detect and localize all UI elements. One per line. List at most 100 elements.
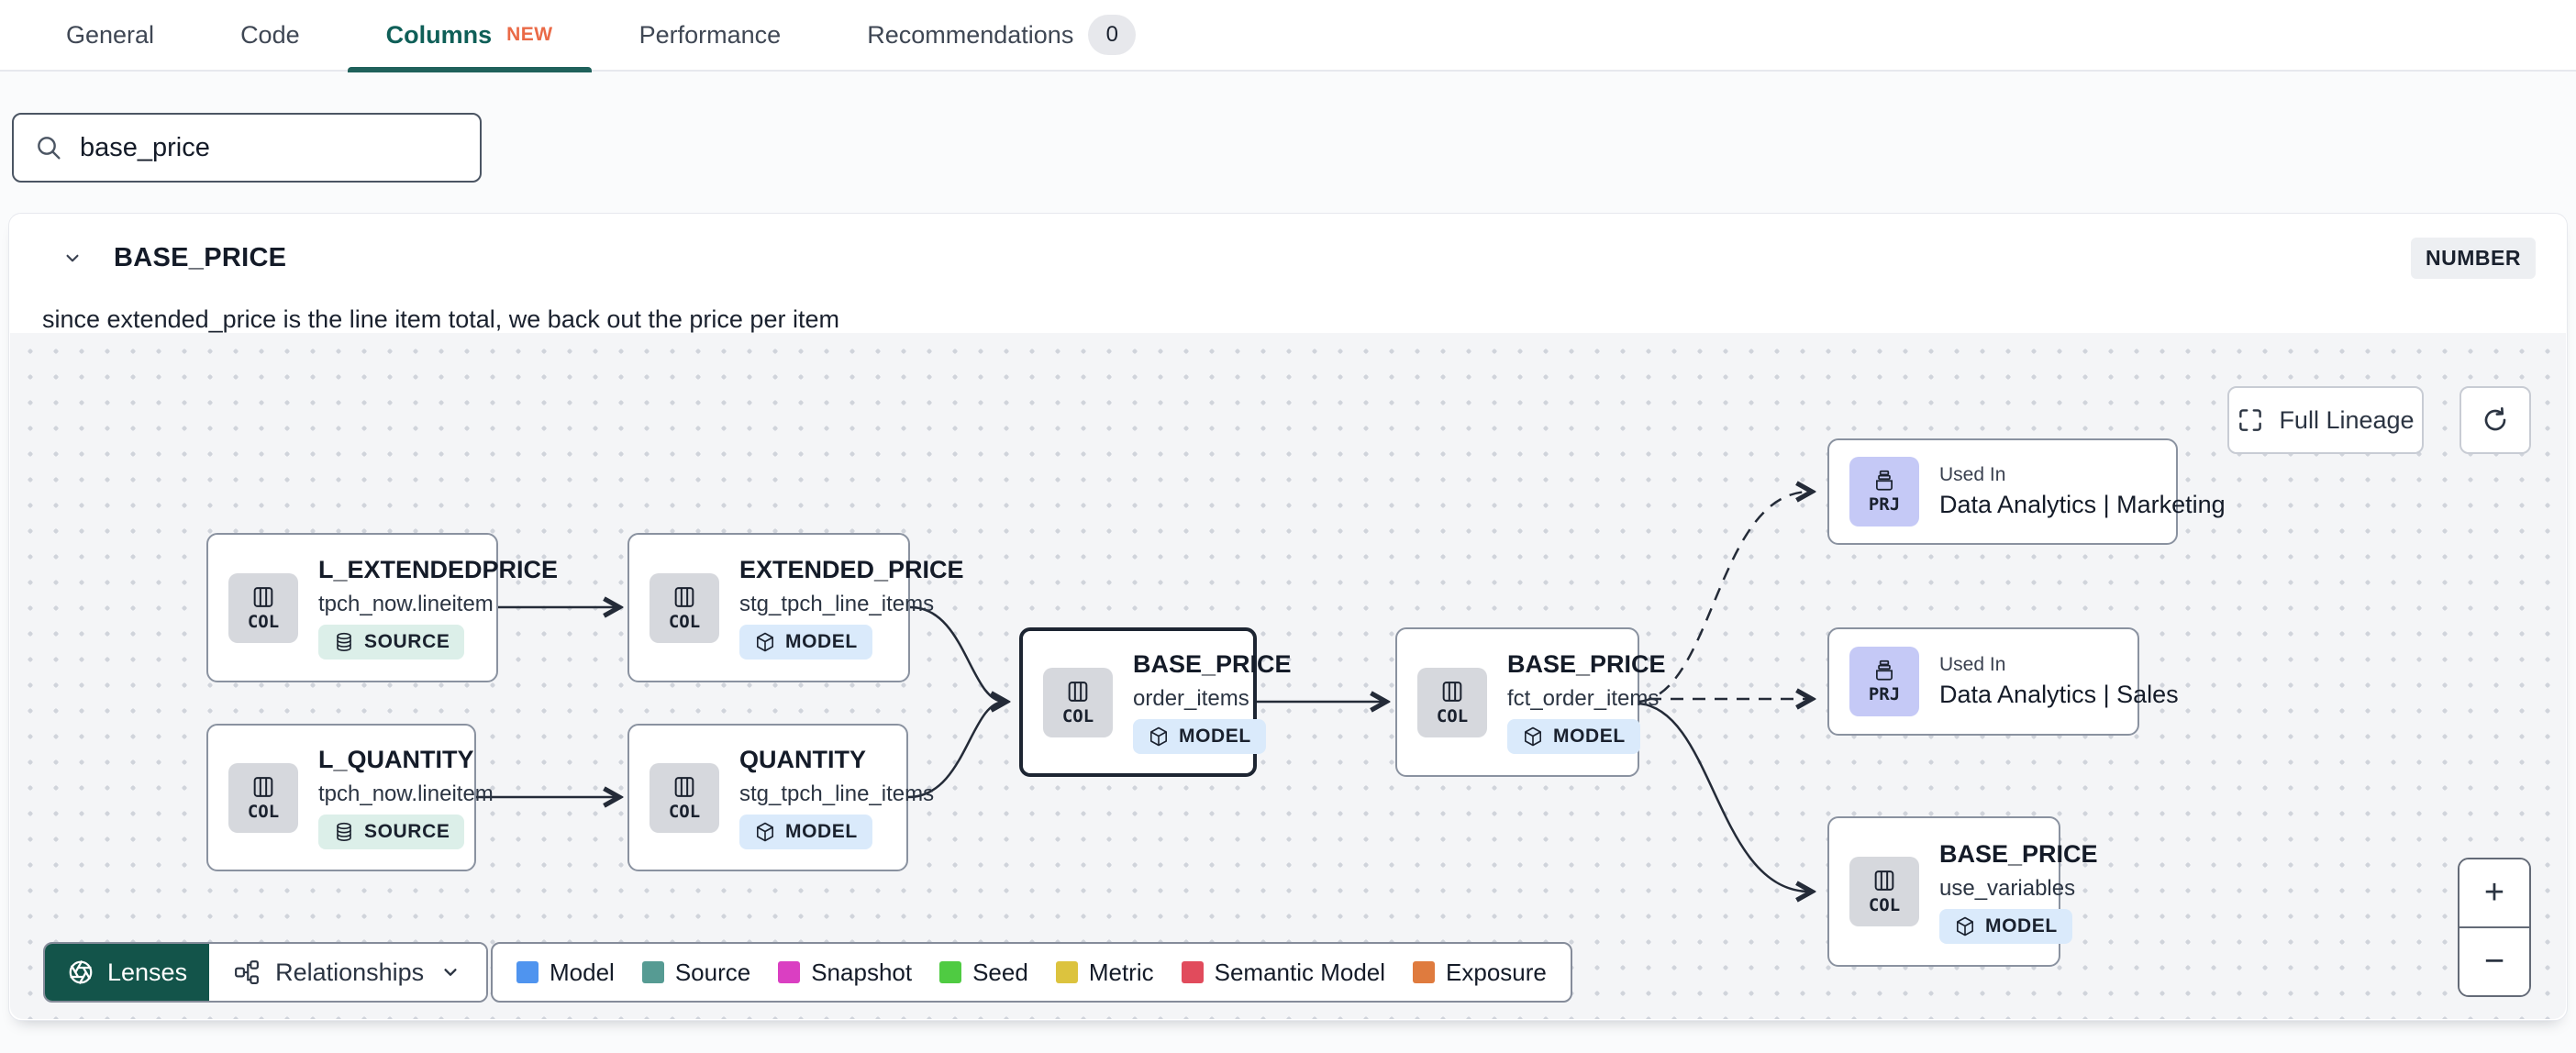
node-l_extendedprice[interactable]: COL L_EXTENDEDPRICE tpch_now.lineitem SO… [206,533,558,682]
node-subtitle: stg_tpch_line_items [739,781,935,806]
full-lineage-button[interactable]: Full Lineage [2227,386,2424,454]
badge-label: MODEL [785,631,858,652]
chip-label: COL [1868,895,1901,915]
cube-icon [757,822,773,842]
cube-icon [1150,726,1167,747]
zoom-out-button[interactable]: − [2459,928,2529,995]
chip-label: PRJ [1868,684,1901,704]
resource-badge: MODEL [1133,719,1266,754]
legend-label: Snapshot [811,958,913,986]
metric-swatch [1055,961,1078,983]
node-l_quantity[interactable]: COL L_QUANTITY tpch_now.lineitem SOURCE [206,724,494,871]
columns-icon [1874,870,1894,891]
node-subtitle: stg_tpch_line_items [739,592,935,616]
semantic-model-swatch [1181,961,1204,983]
chip-label: COL [1436,705,1469,726]
legend-item-model: Model [516,959,615,987]
tab-performance-label: Performance [638,20,782,49]
seed-swatch [939,961,962,983]
archive-icon [1876,470,1893,491]
archive-icon [1876,660,1893,681]
new-badge: NEW [506,24,553,45]
badge-label: MODEL [1985,914,2058,937]
collapse-chevron-icon[interactable] [61,246,84,270]
refresh-icon [2484,407,2506,431]
legend-label: Seed [972,958,1028,986]
column-search[interactable] [12,113,482,183]
full-lineage-label: Full Lineage [2279,405,2415,434]
chip-label: COL [668,801,701,822]
tab-columns[interactable]: Columns NEW [347,0,592,72]
legend-item-seed: Seed [939,959,1028,987]
column-type-chip: COL [1043,667,1113,737]
tab-general[interactable]: General [66,0,154,71]
columns-icon [1068,681,1088,702]
resource-badge: SOURCE [318,815,465,849]
columns-icon [253,776,273,797]
lineage-legend: Model Source Snapshot Seed Metric Semant… [491,942,1572,1003]
lenses-button[interactable]: Lenses [45,944,210,1001]
node-title: Data Analytics | Sales [1939,681,2179,708]
zoom-divider [2459,926,2529,929]
tab-code[interactable]: Code [240,0,300,71]
node-quantity[interactable]: COL QUANTITY stg_tpch_line_items MODEL [627,724,934,871]
resource-badge: MODEL [739,815,872,849]
resource-badge: MODEL [739,625,872,660]
zoom-in-button[interactable]: + [2459,859,2529,926]
relationships-dropdown[interactable]: Relationships [209,944,487,1001]
legend-item-snapshot: Snapshot [778,959,912,987]
chevron-down-icon [444,969,457,976]
database-icon [337,822,351,842]
columns-icon [674,776,694,797]
legend-label: Source [674,958,751,986]
column-type-chip: COL [228,572,298,643]
legend-label: Exposure [1446,958,1547,986]
relationships-icon [235,960,260,984]
tab-performance[interactable]: Performance [639,0,782,71]
model-swatch [516,961,539,983]
exposure-swatch [1413,961,1436,983]
column-title: BASE_PRICE [114,242,287,272]
node-subtitle: fct_order_items [1507,686,1660,711]
badge-label: MODEL [785,821,858,842]
node-used-in-marketing[interactable]: PRJ Used In Data Analytics | Marketing [1827,438,2226,545]
search-input[interactable] [80,132,460,163]
node-extended_price[interactable]: COL EXTENDED_PRICE stg_tpch_line_items M… [627,533,964,682]
lineage-canvas[interactable]: COL L_EXTENDEDPRICE tpch_now.lineitem SO… [10,333,2566,1019]
refresh-button[interactable] [2459,386,2531,454]
node-base_price-order_items[interactable]: COL BASE_PRICE order_items MODEL [1019,627,1292,777]
resource-badge: MODEL [1939,908,2072,944]
column-type-badge: NUMBER [2411,237,2536,279]
chip-label: COL [247,801,280,822]
source-swatch [641,961,664,983]
column-description: since extended_price is the line item to… [42,305,839,333]
lens-toolbar: Lenses Relationships [43,942,489,1003]
relationships-label: Relationships [275,958,425,986]
column-type-chip: COL [650,572,719,643]
node-base_price-use_variables[interactable]: COL BASE_PRICE use_variables MODEL [1827,816,2098,967]
tab-general-label: General [66,20,155,49]
chip-label: COL [247,611,280,632]
node-base_price-fct_order_items[interactable]: COL BASE_PRICE fct_order_items MODEL [1395,627,1666,777]
legend-label: Model [550,958,615,986]
aperture-icon [69,960,93,984]
tab-bar: General Code Columns NEW Performance Rec… [0,0,2576,72]
snapshot-swatch [778,961,801,983]
columns-icon [674,586,694,607]
legend-item-metric: Metric [1055,959,1154,987]
cube-icon [1525,726,1541,747]
node-title: QUANTITY [739,746,866,773]
node-title: EXTENDED_PRICE [739,556,964,583]
column-type-chip: COL [228,762,298,833]
columns-icon [1442,681,1462,702]
node-used-in-sales[interactable]: PRJ Used In Data Analytics | Sales [1827,627,2179,736]
zoom-controls: + − [2458,858,2531,997]
used-in-label: Used In [1939,654,2006,675]
column-type-chip: COL [1417,667,1487,737]
node-title: BASE_PRICE [1507,650,1666,678]
resource-badge: MODEL [1507,719,1640,754]
tab-columns-label: Columns [385,20,493,49]
tab-recommendations[interactable]: Recommendations 0 [867,0,1137,71]
node-subtitle: order_items [1133,686,1249,711]
lineage-edges [476,333,2566,1019]
